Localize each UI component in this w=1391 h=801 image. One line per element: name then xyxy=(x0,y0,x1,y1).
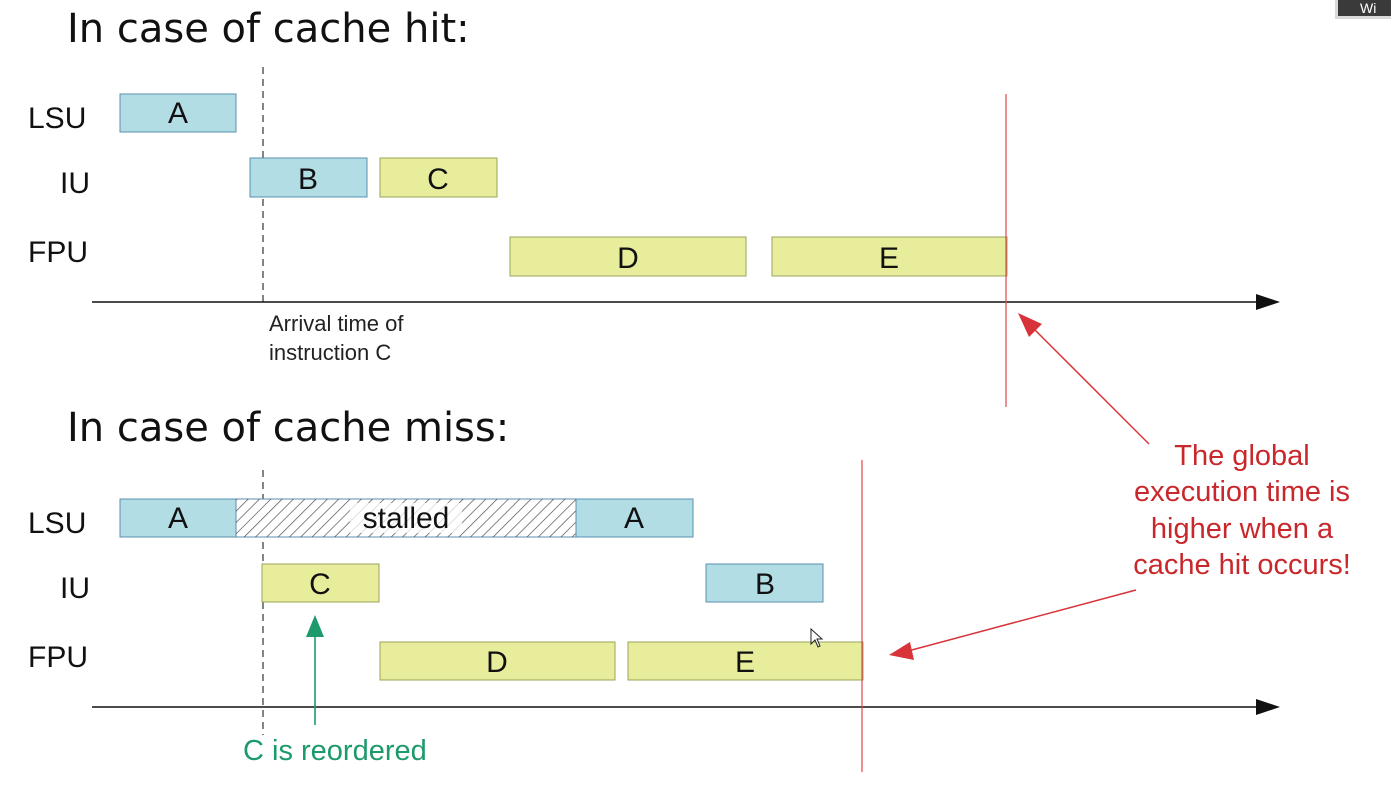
red-arrow-hit-shaft xyxy=(1031,326,1150,445)
global-note-line4: cache hit occurs! xyxy=(1133,549,1351,581)
block-e-miss-label: E xyxy=(735,646,755,679)
block-e-hit-label: E xyxy=(879,242,899,275)
block-a-hit-label: A xyxy=(168,97,188,130)
block-d-miss-label: D xyxy=(486,646,508,679)
label-fpu-hit: FPU xyxy=(28,236,88,269)
red-arrow-hit-icon xyxy=(1018,313,1042,337)
block-b-hit: B xyxy=(249,157,368,198)
block-c-miss: C xyxy=(261,563,380,603)
corner-widget[interactable]: Wi xyxy=(1335,0,1391,19)
label-fpu-miss: FPU xyxy=(28,641,88,674)
label-lsu-hit: LSU xyxy=(28,102,86,135)
arrival-note-line2: instruction C xyxy=(269,340,391,365)
title-cache-miss: In case of cache miss: xyxy=(67,405,509,451)
block-a-hit: A xyxy=(119,93,237,133)
block-d-hit-label: D xyxy=(617,242,639,275)
block-stalled-label: stalled xyxy=(363,502,450,535)
reorder-note: C is reordered xyxy=(243,735,427,767)
global-note-line3: higher when a xyxy=(1151,513,1334,545)
title-cache-hit: In case of cache hit: xyxy=(67,6,470,52)
block-e-miss: E xyxy=(627,641,864,681)
block-a1-miss-label: A xyxy=(168,502,188,535)
axis-arrow-icon xyxy=(1256,699,1280,715)
label-iu-hit: IU xyxy=(60,167,90,200)
block-b-hit-label: B xyxy=(298,163,318,196)
mouse-pointer-icon xyxy=(810,628,824,648)
block-a1-miss: A xyxy=(119,498,237,538)
block-a2-miss: A xyxy=(575,498,694,538)
block-c-hit-label: C xyxy=(427,163,449,196)
block-c-miss-label: C xyxy=(309,568,331,601)
red-arrow-miss-shaft xyxy=(907,589,1137,652)
label-iu-miss: IU xyxy=(60,572,90,605)
axis-arrow-icon xyxy=(1256,294,1280,310)
block-d-miss: D xyxy=(379,641,616,681)
reorder-arrow-icon xyxy=(306,615,324,637)
block-c-hit: C xyxy=(379,157,498,198)
global-note-line2: execution time is xyxy=(1134,476,1350,508)
block-b-miss-label: B xyxy=(755,568,775,601)
block-stalled-miss: stalled xyxy=(235,498,577,538)
block-e-hit: E xyxy=(771,236,1008,277)
block-d-hit: D xyxy=(509,236,747,277)
global-note-line1: The global xyxy=(1174,440,1309,472)
block-b-miss: B xyxy=(705,563,824,603)
block-a2-miss-label: A xyxy=(624,502,644,535)
red-arrow-miss-icon xyxy=(889,642,914,660)
label-lsu-miss: LSU xyxy=(28,507,86,540)
arrival-note-line1: Arrival time of xyxy=(269,311,404,336)
